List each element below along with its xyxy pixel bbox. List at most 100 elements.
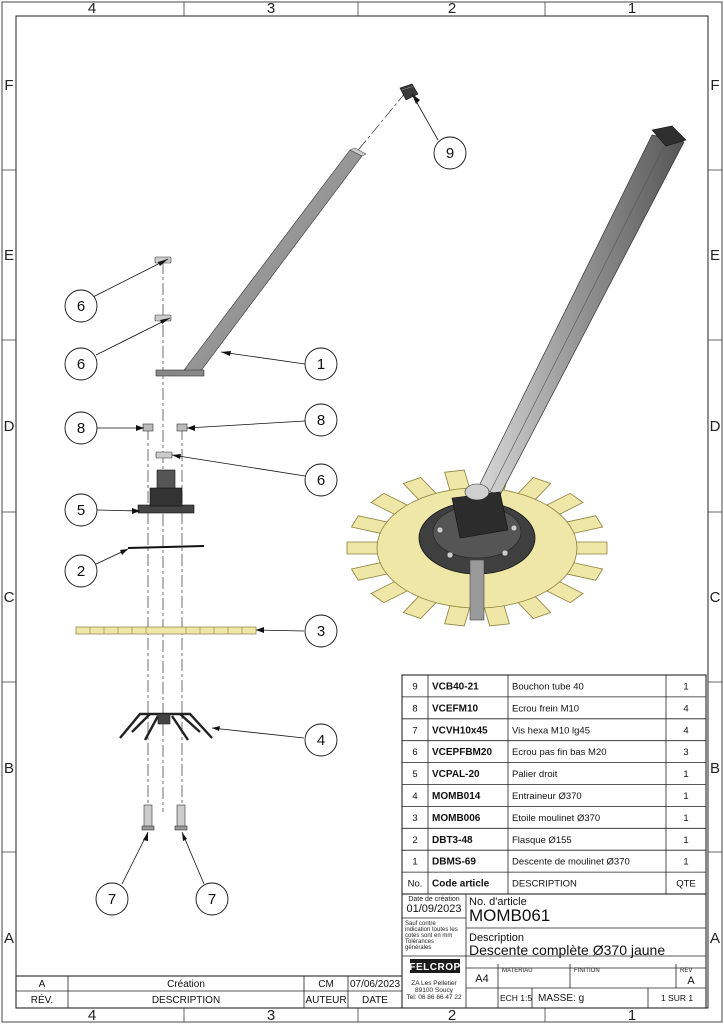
svg-text:6: 6 [77, 356, 85, 373]
part-6-nut-low [155, 451, 173, 459]
svg-text:1: 1 [317, 356, 325, 373]
balloon-8-right: 8 [304, 403, 338, 437]
title-block: Date de création 01/09/2023 Sauf contre … [401, 893, 707, 1009]
bom-cell-no: 7 [412, 725, 417, 736]
bom-cell-desc: Flasque Ø155 [512, 835, 572, 846]
bom-cell-no: 2 [412, 835, 417, 846]
bom-cell-qty: 1 [683, 857, 688, 868]
zone-row-left-A: A [4, 930, 14, 947]
bom-cell-qty: 1 [683, 813, 688, 824]
scale-value: ECH 1:5 [500, 993, 532, 1003]
square-tube [477, 134, 685, 496]
bom-header-qty: QTE [676, 879, 696, 890]
zone-col-top-1: 4 [88, 0, 96, 17]
part-8-nut-left [142, 423, 154, 432]
logo-text: FELCROP [409, 962, 460, 973]
bom-cell-desc: Palier droit [512, 769, 558, 780]
description-value: Descente complète Ø370 jaune [469, 942, 665, 958]
svg-text:6: 6 [317, 472, 325, 489]
bearing-nut [464, 483, 490, 501]
bom-header-no: No. [408, 879, 423, 890]
bom-header-desc: DESCRIPTION [512, 879, 577, 890]
sheet-value: 1 SUR 1 [661, 993, 693, 1003]
bom-cell-qty: 1 [683, 791, 688, 802]
rev-value: A [687, 975, 695, 987]
bom-cell-desc: Descente de moulinet Ø370 [512, 857, 630, 868]
description-label: Description [469, 932, 524, 944]
svg-text:4: 4 [317, 732, 325, 749]
bom-cell-code: MOMB006 [432, 813, 481, 824]
part-1-beam [155, 147, 367, 377]
bom-cell-code: DBMS-69 [432, 857, 476, 868]
format-value: A4 [475, 973, 488, 985]
balloon-2: 2 [64, 554, 98, 588]
bom-cell-desc: Bouchon tube 40 [512, 681, 584, 692]
isometric-view [346, 125, 687, 627]
material-label: MATERIAU [502, 968, 533, 974]
tolerance-line-2: indication toutes les [405, 927, 458, 933]
tolerance-line-1: Sauf contre [405, 921, 436, 927]
bom-cell-qty: 1 [683, 769, 688, 780]
bom-cell-qty: 3 [683, 747, 688, 758]
mass-value: MASSE: g [538, 993, 584, 1004]
rev-entry-author: CM [318, 979, 334, 990]
zone-row-right-F: F [710, 77, 719, 94]
rev-header-date: DATE [362, 995, 388, 1006]
rev-entry-rev: A [39, 979, 46, 990]
tolerance-line-5: générales [405, 945, 431, 951]
revision-table: A Création CM 07/06/2023 RÉV. DESCRIPTIO… [15, 975, 403, 1009]
zone-row-right-D: D [710, 418, 721, 435]
address-line-2: 89100 Soucy [415, 987, 454, 994]
tolerance-line-4: Tolérances [405, 939, 434, 945]
zone-col-top-3: 2 [448, 0, 456, 17]
part-4-driver [119, 712, 213, 741]
bom-cell-qty: 1 [683, 681, 688, 692]
svg-text:6: 6 [77, 298, 85, 315]
bom-cell-code: VCEFM10 [432, 703, 479, 714]
tolerance-line-3: cotes sont en mm [405, 933, 452, 939]
zone-col-bottom-2: 3 [267, 1007, 275, 1024]
rev-entry-date: 07/06/2023 [350, 979, 400, 990]
part-5-bearing [137, 469, 195, 514]
rev-label: REV [680, 968, 692, 974]
zone-col-bottom-3: 2 [448, 1007, 456, 1024]
exploded-view: 9 6 6 1 8 8 6 5 2 3 4 7 7 [64, 83, 467, 916]
zone-row-right-A: A [710, 930, 720, 947]
creation-date: 01/09/2023 [406, 903, 461, 915]
zone-col-bottom-1: 4 [88, 1007, 96, 1024]
bom-cell-desc: Vis hexa M10 lg45 [512, 725, 590, 736]
balloon-4: 4 [304, 723, 338, 757]
bom-header-code: Code article [432, 879, 490, 890]
balloon-7-right: 7 [195, 882, 229, 916]
balloon-6-low: 6 [304, 463, 338, 497]
zone-row-left-F: F [4, 77, 13, 94]
balloon-8-left: 8 [64, 411, 98, 445]
bom-cell-no: 4 [412, 791, 417, 802]
bom-cell-qty: 4 [683, 703, 688, 714]
bom-cell-qty: 4 [683, 725, 688, 736]
balloon-6-mid: 6 [64, 347, 98, 381]
rev-header-rev: RÉV. [31, 993, 53, 1006]
balloon-9: 9 [433, 136, 467, 170]
bom-cell-desc: Etoile moulinet Ø370 [512, 813, 600, 824]
balloon-3: 3 [304, 614, 338, 648]
zone-row-left-C: C [4, 589, 15, 606]
bom-cell-code: DBT3-48 [432, 835, 473, 846]
bom-cell-code: VCB40-21 [432, 681, 479, 692]
balloon-1: 1 [304, 347, 338, 381]
bom-cell-no: 8 [412, 703, 417, 714]
address-line-1: ZA Les Pelletier [411, 980, 457, 987]
zone-col-bottom-4: 1 [628, 1007, 636, 1024]
shaft [469, 559, 485, 621]
svg-text:2: 2 [77, 563, 85, 580]
svg-text:5: 5 [77, 502, 85, 519]
article-label: No. d'article [469, 896, 527, 908]
svg-text:9: 9 [446, 145, 454, 162]
zone-col-top-4: 1 [628, 0, 636, 17]
finish-label: FINITION [574, 968, 600, 974]
zone-col-top-2: 3 [267, 0, 275, 17]
balloon-leaders [92, 93, 439, 885]
bom-cell-qty: 1 [683, 835, 688, 846]
